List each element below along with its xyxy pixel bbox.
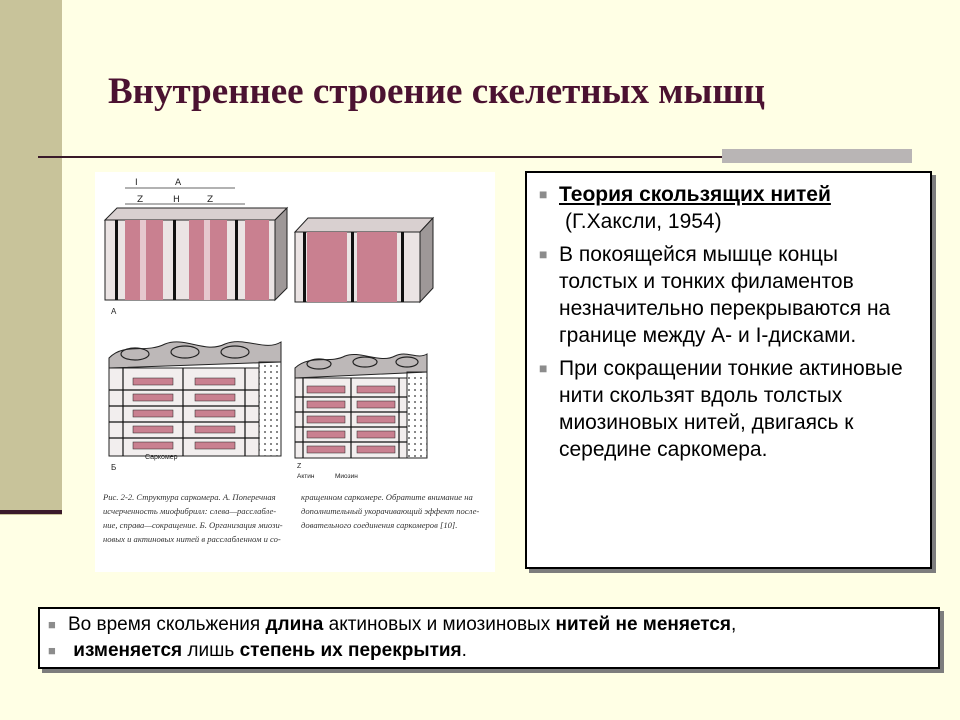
title-divider-accent [722,149,912,163]
sarcomere-figure: I A Z H Z А [95,172,495,572]
actin-label: Актин [297,473,315,480]
bullet-contraction: ■ При сокращении тонкие актиновые нити с… [537,355,920,463]
caption-left-line-2: исчерченность миофибрилл: слева—расслабл… [103,506,276,516]
label-i: I [135,178,138,188]
sarcomere-label: Саркомер [145,454,178,461]
caption-left-line-1: Рис. 2-2. Структура саркомера. А. Попере… [102,492,276,502]
theory-text-box: ■ Теория скользящих нитей (Г.Хаксли, 195… [525,171,932,569]
figure-caption: Рис. 2-2. Структура саркомера. А. Попере… [102,492,479,544]
sarcomere-illustration: I A Z H Z А [102,178,479,544]
bullet-square-icon: ■ [48,643,56,658]
summary-text: Во время скольжения [68,614,266,635]
contracted-sarcomere-filaments: Z Актин Миозин [294,353,428,480]
myosin-label: Миозин [335,473,358,480]
bullet-square-icon: ■ [539,360,548,376]
theory-author-year: (Г.Хаксли, 1954) [565,210,722,233]
label-h: H [173,195,180,205]
summary-line-2: ■ изменяется лишь степень их перекрытия. [48,638,930,664]
bullet-theory-heading: ■ Теория скользящих нитей (Г.Хаксли, 195… [537,181,920,235]
caption-left-line-3: ние, справа—сокращение. Б. Организация м… [103,520,283,530]
caption-right-line-2: дополнительный укорачивающий эффект посл… [301,506,479,516]
side-bar-divider [0,510,62,514]
label-a-band: A [175,178,182,188]
side-accent-bar [0,0,62,515]
relaxed-sarcomere-filaments: Б Саркомер [108,341,282,472]
theory-heading: Теория скользящих нитей [559,183,831,206]
contraction-text: При сокращении тонкие актиновые нити ско… [559,357,903,461]
label-z-left: Z [137,195,143,205]
caption-left-line-4: новых и актиновых нитей в расслабленном … [103,534,281,544]
caption-right-line-3: довательного соединения саркомеров [10]. [301,520,457,530]
slide-title: Внутреннее строение скелетных мышц [108,71,765,112]
bullet-square-icon: ■ [48,617,56,632]
bullet-resting-muscle: ■ В покоящейся мышце концы толстых и тон… [537,241,920,349]
summary-line-1: ■ Во время скольжения длина актиновых и … [48,612,930,638]
summary-text: , [731,614,737,635]
bullet-square-icon: ■ [539,186,548,202]
summary-text: . [461,640,467,661]
relaxed-myofibril-block: А [103,206,289,316]
summary-emphasis: изменяется [73,640,183,661]
summary-emphasis: степень их перекрытия [239,640,462,661]
label-z-right: Z [207,195,213,205]
summary-emphasis: нитей не меняется [555,614,732,635]
title-divider [38,156,912,158]
bullet-square-icon: ■ [539,246,548,262]
summary-emphasis: длина [265,614,324,635]
panel-a-label: А [111,307,117,316]
band-labels: I A Z H Z [125,178,245,205]
caption-right-line-1: кращенном саркомере. Обратите внимание н… [301,492,473,502]
contracted-myofibril-block [293,216,435,304]
panel-b-label: Б [111,463,116,472]
summary-text: актиновых и миозиновых [323,614,556,635]
summary-box: ■ Во время скольжения длина актиновых и … [38,607,940,669]
summary-text: лишь [182,640,240,661]
contracted-z-label: Z [297,463,302,470]
resting-muscle-text: В покоящейся мышце концы толстых и тонки… [559,243,891,347]
